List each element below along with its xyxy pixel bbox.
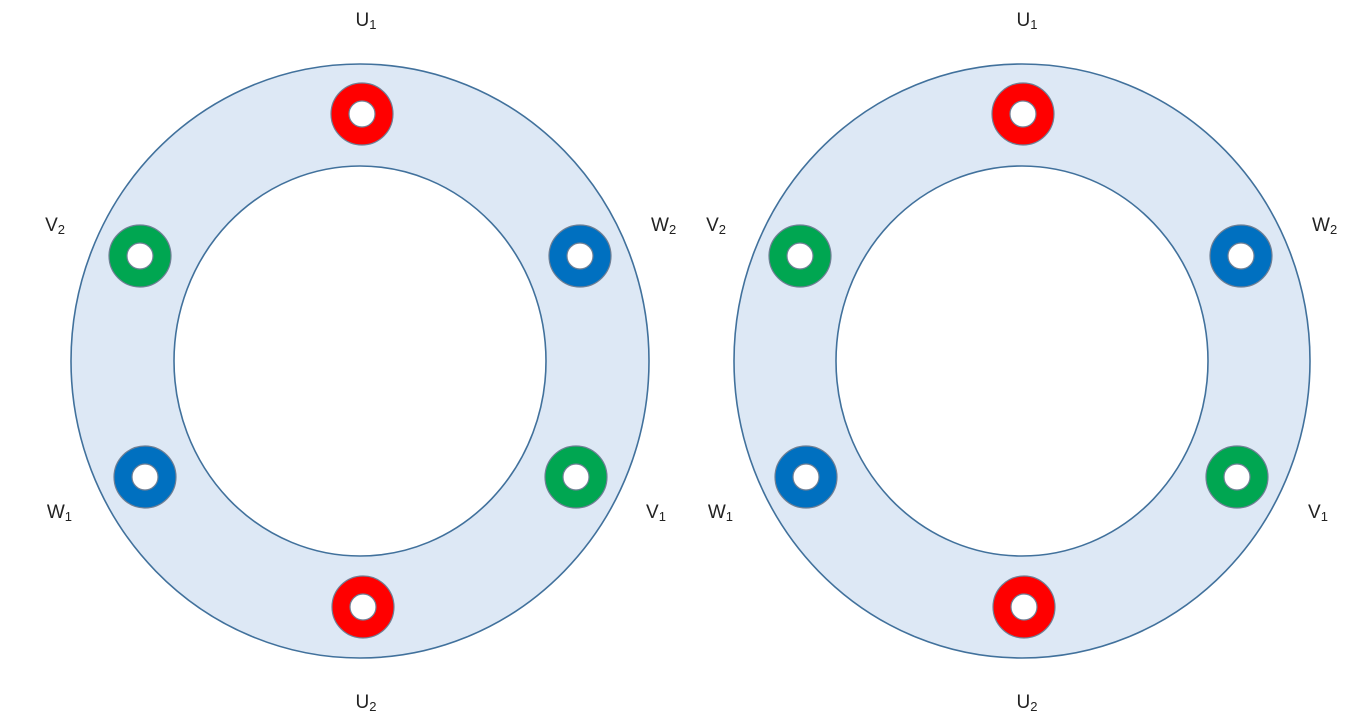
terminal-letter: W xyxy=(708,502,726,523)
stator-ring xyxy=(733,63,1311,659)
terminal-index: 2 xyxy=(719,222,726,237)
terminal-letter: V xyxy=(1308,502,1321,523)
coil-u2-hole xyxy=(1010,593,1038,621)
stator-ring xyxy=(70,63,650,659)
coil-w2-hole xyxy=(1227,242,1255,270)
coil-w1-hole xyxy=(131,463,159,491)
terminal-label-w1: W1 xyxy=(708,502,733,524)
coil-w1-hole xyxy=(792,463,820,491)
coil-v1-hole xyxy=(1223,463,1251,491)
coil-w2 xyxy=(1209,224,1273,288)
coil-v1 xyxy=(544,445,608,509)
terminal-letter: W xyxy=(1312,215,1330,236)
coil-v2 xyxy=(768,224,832,288)
terminal-label-v2: V2 xyxy=(45,215,65,237)
coil-u2-hole xyxy=(349,593,377,621)
terminal-label-u2: U2 xyxy=(356,692,377,714)
terminal-letter: U xyxy=(356,10,370,31)
terminal-letter: V xyxy=(706,215,719,236)
coil-v1-hole xyxy=(562,463,590,491)
coil-u1 xyxy=(330,82,394,146)
coil-w1 xyxy=(113,445,177,509)
terminal-letter: U xyxy=(1017,692,1031,713)
coil-v2-hole xyxy=(786,242,814,270)
terminal-label-v1: V1 xyxy=(646,502,666,524)
terminal-index: 1 xyxy=(369,17,376,32)
terminal-index: 2 xyxy=(669,222,676,237)
terminal-letter: V xyxy=(45,215,58,236)
terminal-label-v1: V1 xyxy=(1308,502,1328,524)
coil-w2 xyxy=(548,224,612,288)
terminal-label-w2: W2 xyxy=(1312,215,1337,237)
terminal-index: 2 xyxy=(1330,222,1337,237)
terminal-letter: W xyxy=(651,215,669,236)
coil-w1 xyxy=(774,445,838,509)
coil-v2 xyxy=(108,224,172,288)
terminal-index: 2 xyxy=(58,222,65,237)
terminal-index: 1 xyxy=(726,509,733,524)
terminal-label-u2: U2 xyxy=(1017,692,1038,714)
terminal-label-w1: W1 xyxy=(47,502,72,524)
terminal-index: 1 xyxy=(65,509,72,524)
terminal-letter: U xyxy=(1017,10,1031,31)
terminal-index: 2 xyxy=(369,699,376,714)
terminal-label-u1: U1 xyxy=(356,10,377,32)
coil-u1-hole xyxy=(348,100,376,128)
terminal-index: 1 xyxy=(1321,509,1328,524)
terminal-index: 2 xyxy=(1030,699,1037,714)
coil-v1 xyxy=(1205,445,1269,509)
terminal-letter: W xyxy=(47,502,65,523)
terminal-label-w2: W2 xyxy=(651,215,676,237)
terminal-index: 1 xyxy=(1030,17,1037,32)
terminal-letter: U xyxy=(356,692,370,713)
terminal-label-u1: U1 xyxy=(1017,10,1038,32)
coil-u1 xyxy=(991,82,1055,146)
coil-w2-hole xyxy=(566,242,594,270)
terminal-index: 1 xyxy=(659,509,666,524)
coil-u1-hole xyxy=(1009,100,1037,128)
coil-u2 xyxy=(992,575,1056,639)
terminal-label-v2: V2 xyxy=(706,215,726,237)
coil-u2 xyxy=(331,575,395,639)
terminal-letter: V xyxy=(646,502,659,523)
coil-v2-hole xyxy=(126,242,154,270)
